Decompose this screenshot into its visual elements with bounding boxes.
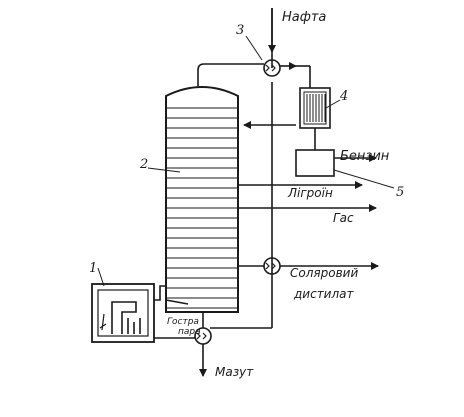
callout-leaders bbox=[97, 35, 395, 287]
label-ligroin: Лігроїн bbox=[287, 186, 333, 200]
callout-4: 4 bbox=[339, 89, 348, 104]
overhead-vapor-line bbox=[197, 62, 311, 88]
separator-5 bbox=[295, 149, 377, 177]
product-draws bbox=[238, 181, 379, 270]
callout-2: 2 bbox=[139, 157, 148, 172]
label-solyarovyi: Соляровий bbox=[290, 266, 358, 280]
distillation-column bbox=[165, 86, 239, 313]
live-steam-inlet bbox=[165, 299, 189, 305]
condenser-4 bbox=[299, 87, 331, 150]
label-gostra: Гостра bbox=[167, 317, 199, 327]
label-dystylat: дистилат bbox=[293, 287, 355, 301]
furnace-1 bbox=[91, 283, 155, 343]
label-mazut: Мазут bbox=[215, 365, 254, 379]
callout-3: 3 bbox=[236, 23, 244, 38]
column-trays bbox=[166, 107, 238, 309]
heat-exchanger-3 bbox=[263, 59, 281, 77]
callout-1: 1 bbox=[89, 261, 97, 276]
furnace-feed-line bbox=[154, 285, 195, 339]
label-benzin: Бензин bbox=[340, 149, 390, 164]
label-para: пара bbox=[178, 327, 201, 337]
heat-exchanger-diesel bbox=[263, 257, 281, 275]
heat-exchanger-bottom bbox=[194, 312, 212, 377]
crude-oil-line bbox=[210, 8, 276, 329]
label-nafta: Нафта bbox=[282, 10, 326, 25]
label-gas: Гас bbox=[333, 211, 354, 225]
callout-5: 5 bbox=[396, 185, 404, 200]
